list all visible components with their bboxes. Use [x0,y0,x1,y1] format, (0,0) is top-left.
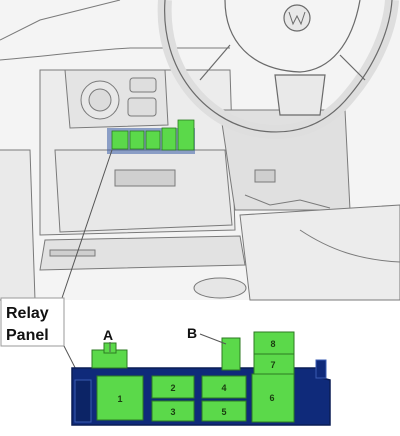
relay-6 [251,373,295,423]
callout-b: B [187,325,227,345]
relay-panel-label-line1: Relay [6,305,49,322]
relay-panel-label-line2: Panel [6,327,49,344]
relay-2-label: 2 [170,383,175,393]
relay-8 [253,331,295,355]
callout-a: A [103,327,113,352]
callout-a-label: A [103,327,113,343]
relay-panel-detail: 1 2 3 4 5 6 7 8 [71,331,331,426]
relay-4-label: 4 [221,383,226,393]
relay-panel-label: Relay Panel [0,297,65,347]
relay-5 [201,400,247,422]
relay-slot-b [221,337,241,371]
relay-7-label: 7 [270,360,275,370]
relay-8-label: 8 [270,339,275,349]
relay-1-label: 1 [117,394,122,404]
dashboard-illustration [0,0,400,301]
steering-wheel [157,0,399,139]
storage-handle [114,169,176,187]
relay-6-label: 6 [269,393,274,403]
relay-1 [96,375,144,421]
vw-logo-icon [283,4,311,32]
callout-b-label: B [187,325,197,341]
relay-4 [201,375,247,399]
relay-panel-location-highlight [107,119,195,154]
relay-3 [151,400,195,422]
relay-3-label: 3 [170,407,175,417]
leader-line [61,149,113,299]
relay-5-label: 5 [221,407,226,417]
relay-2 [151,375,195,399]
